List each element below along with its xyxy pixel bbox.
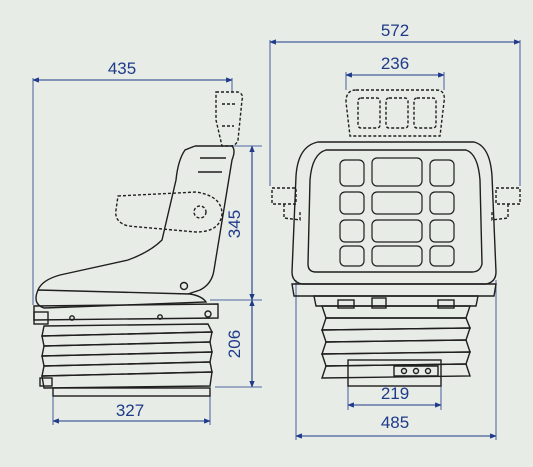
side-bellows-handle bbox=[39, 377, 53, 387]
side-bolt bbox=[204, 310, 212, 318]
side-backrest bbox=[37, 145, 196, 291]
side-mount-block bbox=[33, 311, 49, 325]
dimension-label-219: 219 bbox=[381, 384, 409, 403]
side-view bbox=[32, 78, 262, 425]
side-bolt bbox=[69, 315, 75, 321]
front-backrest-panels bbox=[339, 157, 455, 267]
front-control-knob bbox=[400, 367, 408, 375]
front-height-control bbox=[393, 365, 439, 377]
front-lower-mount bbox=[347, 359, 442, 387]
front-control-knob bbox=[424, 367, 432, 375]
front-view bbox=[269, 40, 521, 440]
side-backrest-inner bbox=[198, 157, 226, 173]
side-frame bbox=[33, 303, 219, 321]
front-dimensions bbox=[269, 39, 521, 439]
front-bellows bbox=[321, 317, 472, 379]
side-headrest-outline bbox=[215, 91, 244, 147]
dimension-label-236: 236 bbox=[381, 54, 409, 73]
dimension-label-345: 345 bbox=[225, 210, 244, 238]
side-dimensions bbox=[32, 77, 255, 424]
side-base bbox=[52, 387, 211, 397]
front-armrest-left bbox=[271, 187, 301, 221]
side-armrest bbox=[115, 191, 223, 233]
front-backrest-inner bbox=[307, 149, 483, 273]
side-bellows bbox=[41, 323, 214, 389]
side-armrest-pivot bbox=[193, 205, 207, 219]
side-cushion bbox=[35, 289, 208, 309]
front-backrest-outer bbox=[291, 141, 497, 285]
dimension-label-327: 327 bbox=[116, 401, 144, 420]
side-backrest bbox=[187, 145, 235, 295]
side-headrest-outline bbox=[222, 103, 236, 127]
dimension-label-206: 206 bbox=[225, 330, 244, 358]
front-control-knob bbox=[412, 367, 420, 375]
front-mechanism bbox=[313, 295, 479, 319]
dimension-label-485: 485 bbox=[381, 413, 409, 432]
side-adjust-knob bbox=[179, 281, 189, 291]
side-bolt bbox=[157, 314, 163, 320]
dimension-label-572: 572 bbox=[381, 21, 409, 40]
dimension-label-435: 435 bbox=[108, 59, 136, 78]
front-armrest-right bbox=[491, 187, 521, 221]
front-headrest bbox=[345, 89, 446, 137]
front-cushion bbox=[291, 283, 497, 297]
